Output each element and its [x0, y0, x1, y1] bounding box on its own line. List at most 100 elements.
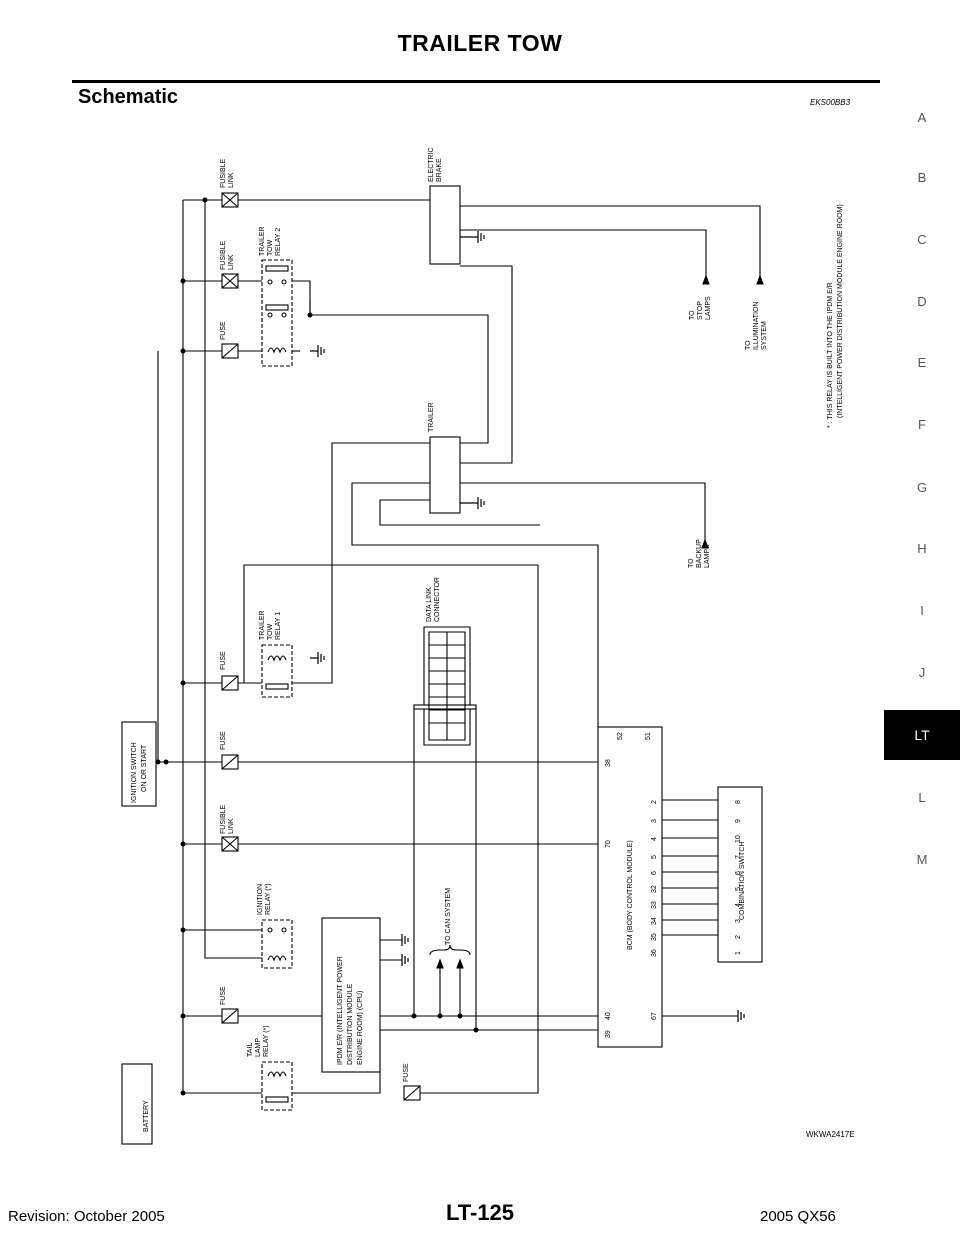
tail-lamp-relay — [261, 1061, 293, 1111]
bcm-pin-40: 40 — [605, 1012, 612, 1020]
bcm-pin-34: 34 — [651, 917, 658, 925]
trailer-tow-relay-2 — [261, 259, 293, 367]
label-fuse-3: FUSE — [220, 731, 227, 750]
ignition-switch-box — [121, 721, 157, 807]
bcm-pin-36: 36 — [651, 949, 658, 957]
label-fuse-4: FUSE — [220, 986, 227, 1005]
combo-pin-5: 5 — [735, 887, 742, 891]
ground-symbols — [310, 231, 745, 1022]
label-to-illum-3: SYSTEM — [761, 321, 768, 350]
bcm-pin-6: 6 — [651, 871, 658, 875]
combo-pin-6: 6 — [735, 871, 742, 875]
battery-box — [121, 1063, 153, 1145]
can-arrows — [436, 958, 464, 969]
footer-revision: Revision: October 2005 — [8, 1208, 165, 1225]
combo-pin-3: 3 — [735, 919, 742, 923]
combo-pin-8: 8 — [735, 800, 742, 804]
fusible-link-2 — [221, 273, 239, 289]
can-brace — [429, 944, 471, 956]
bcm-pin-52: 52 — [617, 732, 624, 740]
fuse-4 — [221, 1008, 239, 1024]
data-link-connector — [413, 626, 477, 746]
label-footnote-2: (INTELLIGENT POWER DISTRIBUTION MODULE E… — [837, 204, 844, 418]
trailer-tow-relay-1 — [261, 644, 293, 698]
bcm-box — [597, 726, 663, 1048]
side-index-g[interactable]: G — [916, 480, 928, 495]
label-to-stop-3: LAMPS — [705, 296, 712, 320]
trailer-box — [429, 436, 461, 514]
combo-pin-9: 9 — [735, 819, 742, 823]
side-index-l[interactable]: L — [918, 790, 926, 805]
bcm-pin-35: 35 — [651, 933, 658, 941]
fuse-5 — [403, 1085, 421, 1101]
label-ttr1-3: RELAY 1 — [275, 612, 282, 640]
label-fusible-2b: LINK — [228, 254, 235, 270]
label-tail-3: RELAY (*) — [263, 1025, 270, 1057]
bcm-pin-33: 33 — [651, 901, 658, 909]
output-arrows — [701, 274, 764, 549]
label-fusible-1a: FUSIBLE — [220, 158, 227, 188]
bcm-pin-39: 39 — [605, 1030, 612, 1038]
label-ttr1-1: TRAILER — [259, 610, 266, 640]
page-title: TRAILER TOW — [397, 30, 563, 56]
side-index-e[interactable]: E — [917, 355, 927, 370]
label-ttr1-2: TOW — [267, 623, 274, 640]
label-ttr2-3: RELAY 2 — [275, 228, 282, 256]
label-ign-relay-1: IGNITION — [257, 884, 264, 915]
label-electric-brake-1: ELECTRIC — [428, 147, 435, 182]
label-ignition-switch-2: ON OR START — [141, 744, 148, 792]
side-index-a[interactable]: A — [917, 110, 927, 125]
combo-pin-7: 7 — [735, 855, 742, 859]
bcm-pin-32: 32 — [651, 885, 658, 893]
fuse-2 — [221, 675, 239, 691]
combo-pin-1: 1 — [735, 951, 742, 955]
label-ign-relay-2: RELAY (*) — [265, 883, 272, 915]
side-index-i[interactable]: I — [920, 603, 924, 618]
figure-code: WKWA2417E — [806, 1130, 855, 1139]
label-ipdm-2: DISTRIBUTION MODULE — [347, 983, 354, 1065]
side-index-h[interactable]: H — [917, 541, 927, 556]
wires — [157, 199, 761, 1094]
side-index-c[interactable]: C — [917, 232, 927, 247]
side-index-lt-active[interactable]: LT — [884, 710, 960, 760]
bcm-pin-5: 5 — [651, 855, 658, 859]
bcm-pin-67: 67 — [651, 1012, 658, 1020]
label-dlc-1: DATA LINK — [426, 587, 433, 622]
label-dlc-2: CONNECTOR — [434, 577, 441, 622]
side-index-d[interactable]: D — [917, 294, 927, 309]
fusible-link-3 — [221, 836, 239, 852]
label-tail-2: LAMP — [255, 1038, 262, 1057]
label-fusible-2a: FUSIBLE — [220, 240, 227, 270]
combination-switch-box — [717, 786, 763, 963]
label-ipdm-1: IPDM E/R (INTELLIGENT POWER — [337, 956, 344, 1065]
label-fusible-3b: LINK — [228, 818, 235, 834]
label-to-stop-1: TO — [689, 310, 696, 320]
label-fusible-3a: FUSIBLE — [220, 804, 227, 834]
label-ttr2-1: TRAILER — [259, 226, 266, 256]
side-index-j[interactable]: J — [918, 665, 926, 680]
bcm-pin-2: 2 — [651, 800, 658, 804]
label-bcm: BCM (BODY CONTROL MODULE) — [627, 840, 634, 950]
fuse-3 — [221, 754, 239, 770]
side-index-b[interactable]: B — [917, 170, 927, 185]
label-fusible-1b: LINK — [228, 172, 235, 188]
ipdm-box — [321, 917, 381, 1073]
side-index-m[interactable]: M — [916, 852, 928, 867]
label-trailer: TRAILER — [428, 402, 435, 432]
label-to-backup-2: BACKUP — [696, 539, 703, 568]
bcm-pin-3: 3 — [651, 819, 658, 823]
label-fuse-1: FUSE — [220, 321, 227, 340]
label-to-backup-3: LAMPS — [704, 544, 711, 568]
bcm-pin-70: 70 — [605, 840, 612, 848]
label-combination-switch: COMBINATION SWITCH — [739, 842, 746, 920]
label-to-stop-2: STOP — [697, 301, 704, 320]
combo-pin-2: 2 — [735, 935, 742, 939]
label-ttr2-2: TOW — [267, 239, 274, 256]
label-to-can: TO CAN SYSTEM — [445, 888, 452, 945]
label-to-backup-1: TO — [688, 558, 695, 568]
combo-pin-4: 4 — [735, 903, 742, 907]
label-footnote-1: * : THIS RELAY IS BUILT INTO THE IPDM E/… — [827, 282, 834, 428]
side-index-f[interactable]: F — [918, 417, 926, 432]
junction-dots — [155, 197, 479, 1096]
